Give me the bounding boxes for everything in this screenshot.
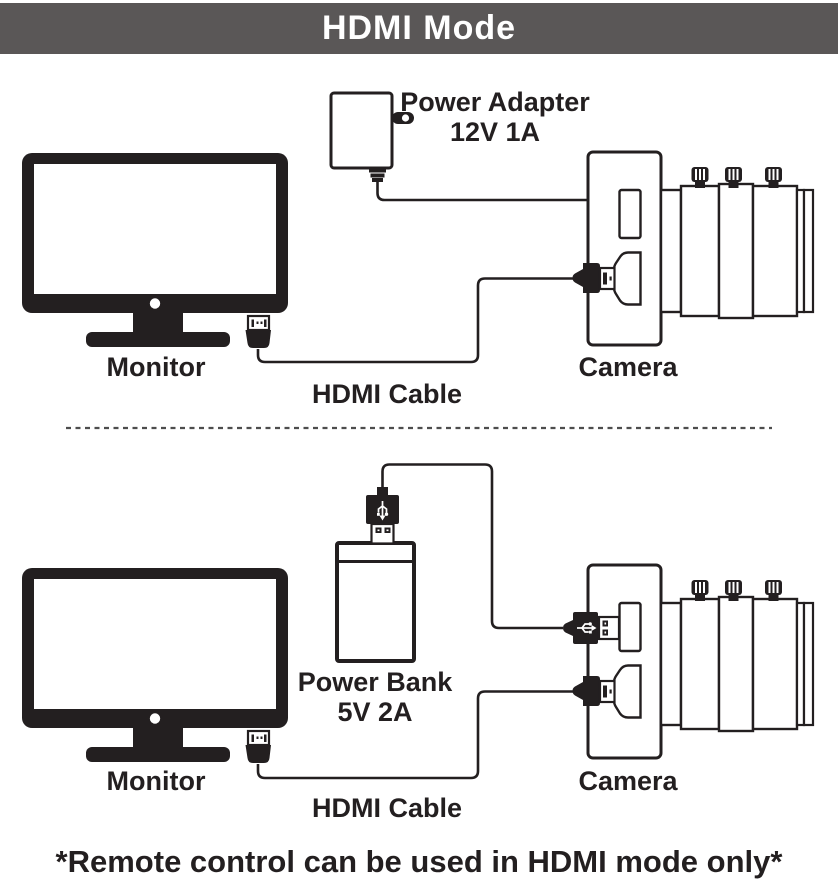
power-bank-label-spec: 5V 2A — [337, 697, 413, 727]
power-bank-label: Power Bank 5V 2A — [298, 667, 453, 727]
monitor-illustration-bottom — [20, 566, 290, 765]
power-adapter-label: Power Adapter 12V 1A — [400, 87, 590, 147]
power-adapter-label-spec: 12V 1A — [449, 117, 541, 147]
hdmi-cable-label-top: HDMI Cable — [311, 379, 463, 409]
usb-plug-camera — [563, 612, 619, 644]
usb-cable — [381, 463, 563, 630]
header-bar: HDMI Mode — [0, 3, 838, 54]
page-title: HDMI Mode — [321, 9, 517, 47]
hdmi-cable-bottom — [256, 690, 573, 780]
power-bank-illustration — [335, 541, 416, 663]
monitor-illustration-top — [20, 151, 290, 350]
hdmi-mode-adapter-diagram — [20, 91, 813, 364]
usb-plug-powerbank — [366, 487, 399, 545]
remote-control-note: *Remote control can be used in HDMI mode… — [55, 844, 783, 879]
camera-illustration-bottom — [588, 565, 813, 758]
monitor-label-bottom: Monitor — [106, 766, 206, 796]
hdmi-cable-label-bottom: HDMI Cable — [311, 793, 463, 823]
power-adapter-illustration — [329, 91, 414, 182]
power-adapter-label-name: Power Adapter — [400, 87, 590, 117]
monitor-label-top: Monitor — [106, 352, 206, 382]
camera-label-bottom: Camera — [578, 766, 678, 796]
power-bank-label-name: Power Bank — [297, 667, 453, 697]
camera-label-top: Camera — [578, 352, 678, 382]
hdmi-plug-top — [571, 261, 616, 295]
hdmi-mode-powerbank-diagram — [20, 463, 813, 780]
hdmi-plug-bottom — [571, 674, 616, 708]
hdmi-cable-top — [256, 277, 573, 364]
camera-illustration-top — [588, 152, 813, 345]
power-cable — [376, 182, 588, 202]
